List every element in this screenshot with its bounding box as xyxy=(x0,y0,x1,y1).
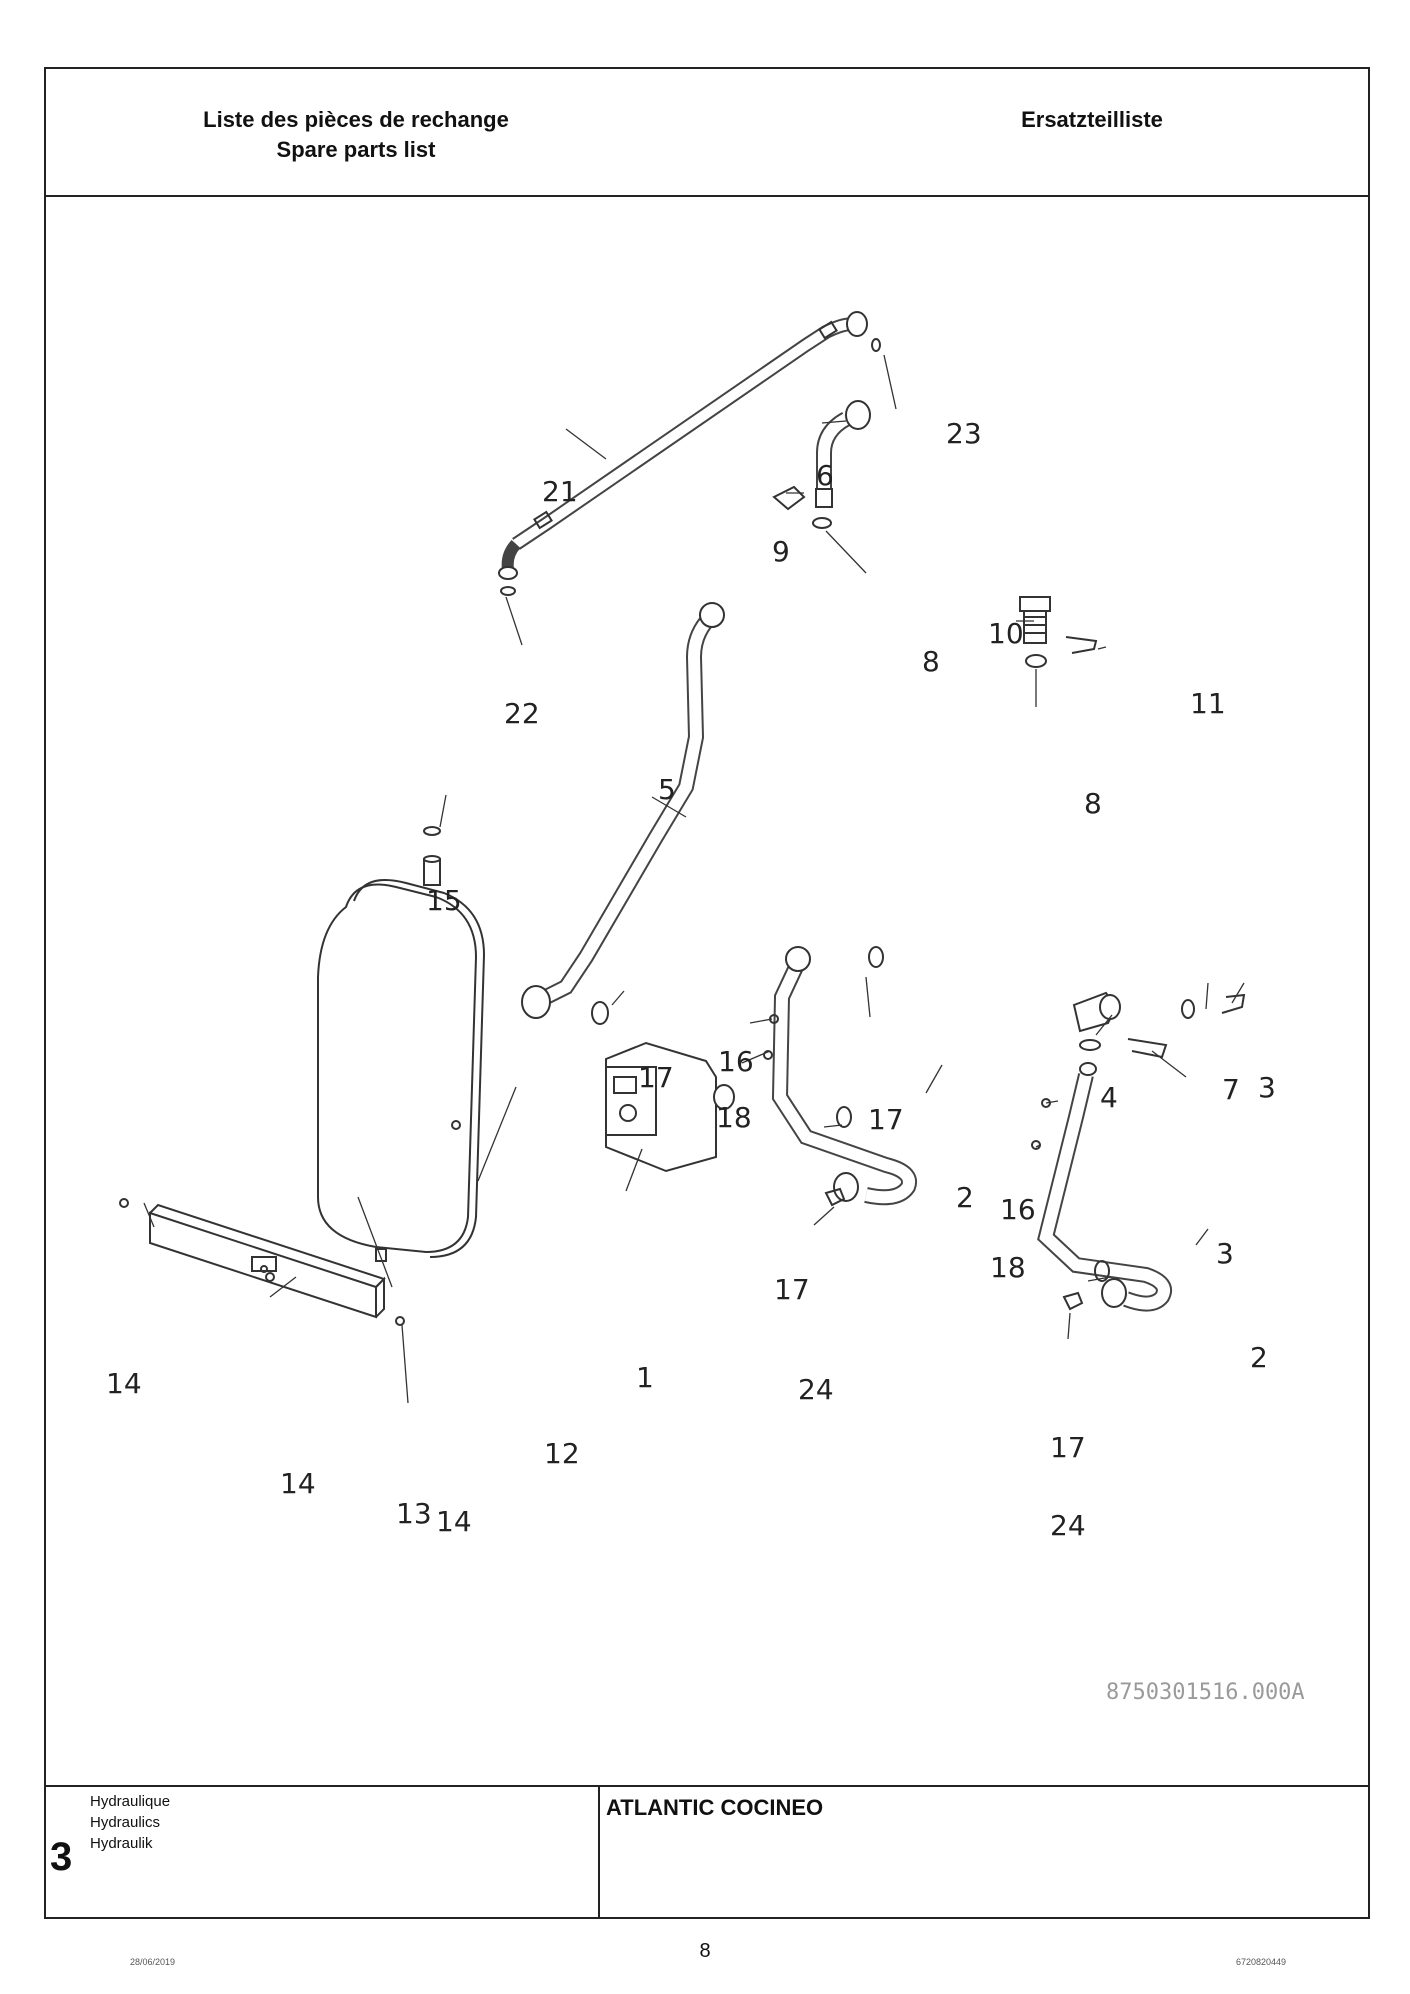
page-number: 8 xyxy=(699,1940,711,1962)
part-10-valve xyxy=(1019,596,1051,644)
part-12-expansion-vessel xyxy=(317,855,486,1262)
part-2-pipe-right xyxy=(1037,1062,1172,1312)
callout-24-center: 24 xyxy=(798,1373,834,1406)
callout-21: 21 xyxy=(542,475,578,508)
callout-15: 15 xyxy=(426,884,462,917)
callout-3-upper: 3 xyxy=(1258,1071,1276,1104)
part-2-pipe-center xyxy=(771,946,917,1206)
part-8-ring-upper xyxy=(812,517,832,529)
callout-4: 4 xyxy=(1100,1081,1118,1114)
part-24-plug-right xyxy=(1062,1291,1084,1311)
callout-2-center: 2 xyxy=(956,1181,974,1214)
part-3-clip-upper xyxy=(1221,993,1246,1014)
part-22-ring xyxy=(500,586,516,596)
callout-8-lower: 8 xyxy=(1084,787,1102,820)
callout-8-upper: 8 xyxy=(922,645,940,678)
drawing-id: 8750301516.000A xyxy=(1106,1680,1305,1705)
print-date: 28/06/2019 xyxy=(130,1957,176,1967)
header-title-left: Liste des pièces de rechange Spare parts… xyxy=(186,105,526,165)
part-17-ring-d xyxy=(1094,1260,1110,1282)
callout-12: 12 xyxy=(544,1437,580,1470)
part-14-screw-c xyxy=(395,1316,405,1326)
callout-24-right: 24 xyxy=(1050,1509,1086,1542)
callout-7: 7 xyxy=(1222,1073,1240,1106)
footer-divider xyxy=(598,1787,600,1917)
footer-block: 3 Hydraulique Hydraulics Hydraulik ATLAN… xyxy=(46,1785,1368,1917)
exploded-diagram: 1 2 2 3 3 4 5 6 7 8 8 9 10 11 12 13 14 1… xyxy=(46,197,1368,1789)
callout-6: 6 xyxy=(816,459,834,492)
callout-1: 1 xyxy=(636,1361,654,1394)
part-14-screw-a xyxy=(119,1198,129,1208)
title-french: Liste des pièces de rechange xyxy=(203,107,509,132)
callout-18-center: 18 xyxy=(716,1101,752,1134)
callout-2-right: 2 xyxy=(1250,1341,1268,1374)
callout-3-lower: 3 xyxy=(1216,1237,1234,1270)
part-14-screw-b xyxy=(265,1272,275,1282)
diagram-svg: 1 2 2 3 3 4 5 6 7 8 8 9 10 11 12 13 14 1… xyxy=(106,311,1305,1705)
callout-5: 5 xyxy=(658,773,676,806)
section-label-de: Hydraulik xyxy=(90,1835,153,1852)
part-21-pipe xyxy=(498,311,868,580)
callout-14-mid: 14 xyxy=(280,1467,316,1500)
callout-10: 10 xyxy=(988,617,1024,650)
callout-17-a: 17 xyxy=(638,1061,674,1094)
section-labels: Hydraulique Hydraulics Hydraulik xyxy=(90,1791,170,1854)
part-7-ring xyxy=(1181,999,1195,1019)
part-1-pump xyxy=(605,1041,735,1173)
part-4-fitting xyxy=(1072,991,1121,1051)
section-number: 3 xyxy=(50,1835,73,1879)
callout-22: 22 xyxy=(504,697,540,730)
part-11-clip xyxy=(1065,636,1098,654)
part-24-plug-center xyxy=(824,1187,846,1207)
section-label-en: Hydraulics xyxy=(90,1814,161,1831)
part-3-clip-lower xyxy=(1127,1038,1168,1059)
page-frame: Liste des pièces de rechange Spare parts… xyxy=(44,67,1370,1919)
header: Liste des pièces de rechange Spare parts… xyxy=(46,69,1368,197)
part-17-ring-c xyxy=(836,1106,852,1128)
callout-13: 13 xyxy=(396,1497,432,1530)
callout-16-center: 16 xyxy=(718,1045,754,1078)
part-9-clip xyxy=(772,485,806,511)
part-17-ring-a xyxy=(591,1001,609,1025)
document-reference: 6720820449 xyxy=(1236,1957,1287,1967)
callout-11: 11 xyxy=(1190,687,1226,720)
title-german: Ersatzteilliste xyxy=(1021,107,1163,132)
part-17-ring-b xyxy=(868,946,884,968)
callout-14-right: 14 xyxy=(436,1505,472,1538)
title-english: Spare parts list xyxy=(276,137,436,162)
part-5-pipe xyxy=(521,602,725,1019)
callout-17-d: 17 xyxy=(1050,1431,1086,1464)
callout-23: 23 xyxy=(946,417,982,450)
part-18-ring-center xyxy=(763,1050,773,1060)
part-8-ring-lower xyxy=(1025,654,1047,668)
callout-18-right: 18 xyxy=(990,1251,1026,1284)
callout-16-right: 16 xyxy=(1000,1193,1036,1226)
section-label-fr: Hydraulique xyxy=(90,1793,171,1810)
part-23-ring xyxy=(871,338,881,352)
callout-14-left: 14 xyxy=(106,1367,142,1400)
callout-17-b: 17 xyxy=(868,1103,904,1136)
part-16-ring-right xyxy=(1041,1098,1051,1108)
callout-9: 9 xyxy=(772,535,790,568)
part-15-ring xyxy=(423,826,441,836)
part-13-bracket xyxy=(149,1203,386,1319)
leader-lines xyxy=(143,354,1245,1404)
callout-17-c: 17 xyxy=(774,1273,810,1306)
product-name: ATLANTIC COCINEO xyxy=(606,1795,824,1820)
